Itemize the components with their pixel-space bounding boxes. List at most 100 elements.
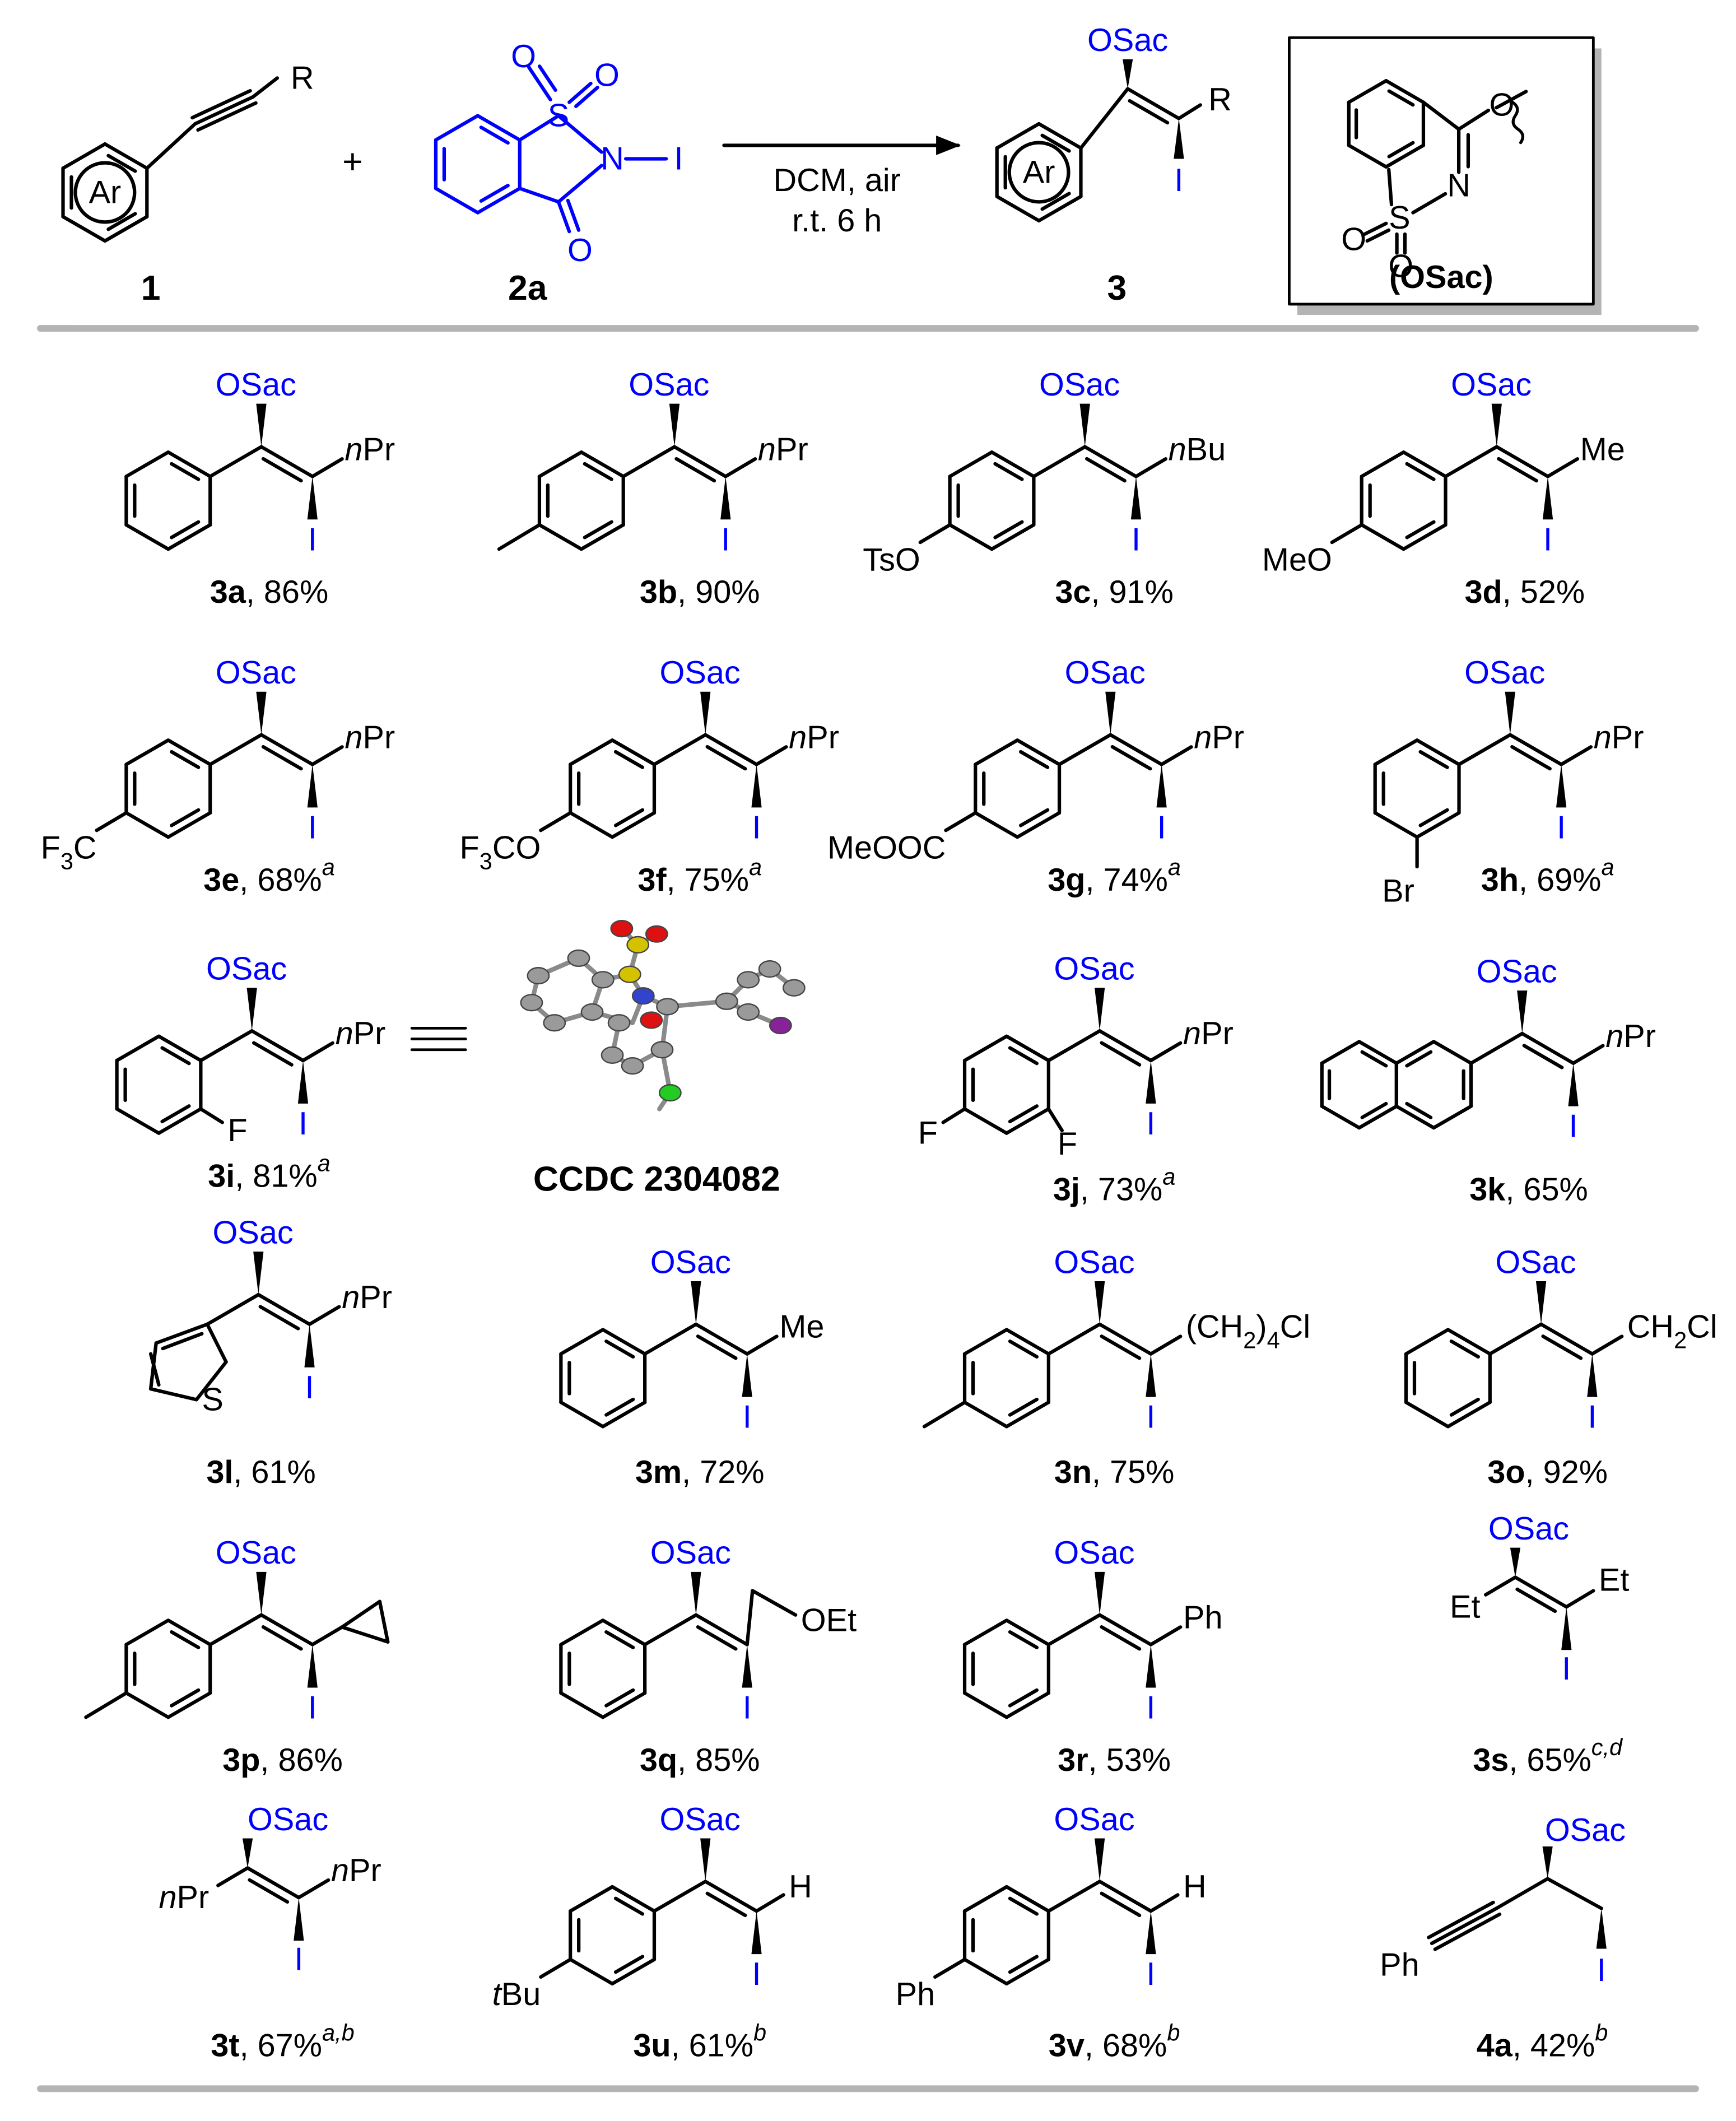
label-part: Et xyxy=(1599,1562,1629,1598)
label-part: Ar xyxy=(1023,154,1055,190)
oxygen-label: O xyxy=(511,39,536,75)
crystal-atom xyxy=(591,971,615,989)
iodo-bond xyxy=(1146,1911,1156,1955)
bond xyxy=(918,523,952,545)
bond xyxy=(518,187,561,204)
propyl-label: nPr xyxy=(1594,719,1644,755)
ring-bond xyxy=(962,1957,1009,1986)
alkene-bond xyxy=(705,745,747,771)
bond xyxy=(574,86,599,108)
reagent-ring xyxy=(434,114,522,215)
bond xyxy=(643,1322,698,1356)
bond xyxy=(1149,1893,1180,1913)
label-part: OSac xyxy=(1054,1535,1134,1571)
iodo-bond xyxy=(751,764,762,808)
label-part: n xyxy=(1605,1018,1623,1054)
iodo-bond xyxy=(1561,1607,1572,1650)
label-part: Me xyxy=(1580,431,1625,467)
alkene-bond xyxy=(1097,1880,1153,1913)
fluoro-label: F xyxy=(227,1113,247,1148)
osac-label: OSac xyxy=(216,1535,296,1571)
label-part: I xyxy=(721,522,730,557)
iodo-bond xyxy=(1596,1908,1607,1949)
bond xyxy=(297,1878,331,1900)
label-part: OSac xyxy=(1545,1812,1626,1848)
compound-label: 3p, 86% xyxy=(222,1742,343,1778)
ring-bond xyxy=(559,1618,605,1646)
ring-bond xyxy=(103,215,149,243)
label-part: Pr xyxy=(776,431,808,467)
label-part: Br xyxy=(1382,873,1414,909)
crystal-atom xyxy=(769,1016,792,1035)
ring-bond xyxy=(476,114,522,142)
bond xyxy=(1046,1880,1102,1913)
ring-bond xyxy=(559,1328,605,1356)
ethyl-label: Et xyxy=(1599,1562,1629,1598)
alkene-bond xyxy=(261,745,303,771)
osac-label: OSac xyxy=(629,367,709,403)
ring-bond xyxy=(115,1034,161,1063)
osac-box xyxy=(1288,36,1595,306)
ring-bond xyxy=(995,194,1041,223)
ring-bond xyxy=(170,1630,201,1649)
compound-label: 3d, 52% xyxy=(1464,574,1585,610)
label-part: n xyxy=(345,719,362,755)
footnote-mark: b xyxy=(1595,2019,1608,2045)
bond xyxy=(1546,1877,1603,1910)
compound-yield: , 68% xyxy=(239,862,322,898)
osac-bond xyxy=(256,403,267,447)
ring-bond xyxy=(962,1107,1009,1135)
osac-bond xyxy=(1094,988,1105,1031)
footnote-mark: a xyxy=(1168,854,1181,880)
bond xyxy=(1149,1041,1183,1063)
alkene-bond xyxy=(259,445,314,478)
label-part: R xyxy=(1208,82,1232,118)
aryl-ring xyxy=(995,122,1083,223)
iodo-label: I xyxy=(294,1942,303,1978)
label-part: n xyxy=(789,719,807,755)
compound-yield: , 73% xyxy=(1080,1172,1162,1208)
compound-yield: , 69% xyxy=(1519,862,1601,898)
ring-bond xyxy=(579,450,625,478)
ring-bond xyxy=(340,1599,382,1629)
naphthalene-ring xyxy=(1394,1040,1473,1130)
ring-bond xyxy=(166,1691,212,1719)
label-part: OSac xyxy=(1477,953,1557,989)
label-part: Pr xyxy=(1612,719,1644,755)
footnote-mark: a xyxy=(1162,1164,1175,1190)
iodo-bond xyxy=(1542,476,1553,520)
compound-yield: , 72% xyxy=(682,1454,764,1490)
compound-id: 3v xyxy=(1049,2027,1085,2063)
bond xyxy=(1057,733,1113,766)
osac-bond xyxy=(700,691,711,735)
ring-bond xyxy=(604,1688,635,1708)
label-part: 4 xyxy=(1267,1327,1280,1353)
ring-bond xyxy=(604,1339,635,1359)
ring-bond xyxy=(106,154,137,173)
compound-yield: , 65% xyxy=(1505,1172,1588,1208)
aryl-ring xyxy=(974,738,1062,839)
iodo-bond xyxy=(1587,1353,1598,1397)
bond xyxy=(1149,1334,1183,1356)
label-part: O xyxy=(1388,249,1413,285)
bond xyxy=(518,114,561,142)
ring-bond xyxy=(1387,141,1415,159)
iodo-bond xyxy=(297,1060,309,1104)
methyl-label: Me xyxy=(779,1309,824,1345)
ring-bond xyxy=(1008,1630,1039,1649)
label-part: O xyxy=(511,39,536,75)
label-part: OEt xyxy=(801,1602,857,1638)
crystal-atom xyxy=(618,965,641,983)
label-part: OSac xyxy=(1488,1511,1569,1547)
ring-bond xyxy=(1008,1046,1039,1066)
iodo-bond xyxy=(304,1324,315,1368)
compound-yield: , 65% xyxy=(1509,1742,1591,1778)
bond xyxy=(652,1880,708,1913)
alkene-bond xyxy=(1128,99,1170,125)
ester-label: MeOOC xyxy=(827,830,946,866)
bond xyxy=(724,457,757,478)
propyl-label: nPr xyxy=(336,1016,386,1052)
osac-ring xyxy=(1347,79,1426,169)
ring-bond xyxy=(1004,1957,1050,1986)
ring-bond xyxy=(434,187,480,215)
